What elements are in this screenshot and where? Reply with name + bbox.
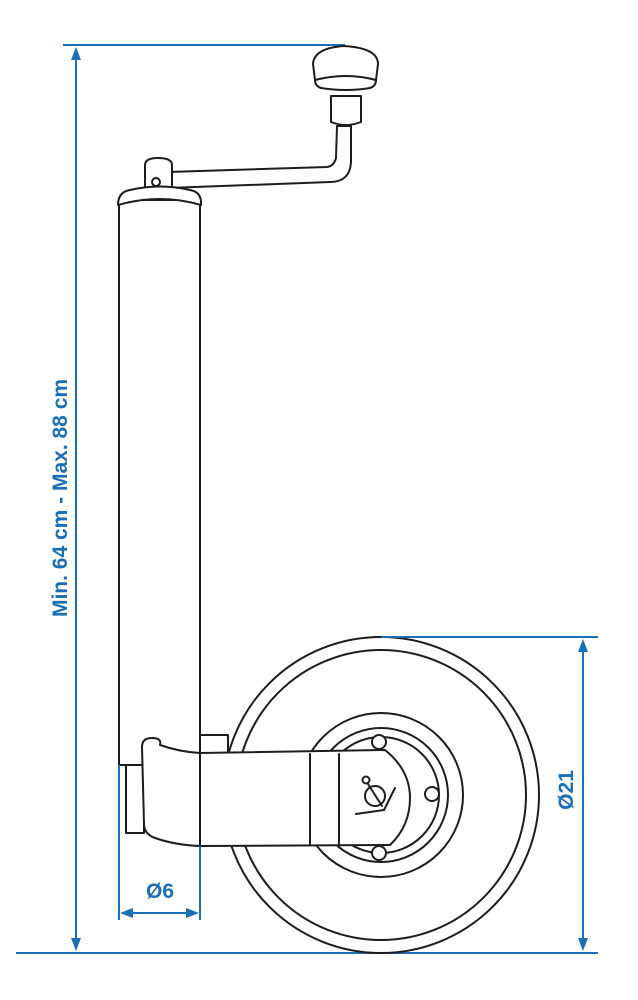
crank-handle	[144, 45, 379, 193]
tube-diameter-dimension: Ø6	[118, 765, 201, 920]
crank-arm	[163, 125, 352, 189]
wheel-diameter-dimension: Ø21	[381, 636, 598, 951]
handle-knob	[312, 45, 379, 91]
outer-tube	[117, 185, 203, 834]
arrow-right-icon	[186, 908, 199, 918]
height-dimension: Min. 64 cm - Max. 88 cm	[16, 44, 598, 954]
hub-bolt-bottom	[371, 845, 387, 861]
hub-bolt-right	[424, 786, 440, 802]
tube-cap	[117, 185, 203, 206]
knob-stem	[330, 95, 362, 126]
wheel-fork	[141, 734, 411, 847]
arrow-left-icon	[120, 908, 133, 918]
wheel-diameter-label: Ø21	[555, 770, 578, 810]
knob-ridge	[314, 75, 377, 81]
arrow-up-icon	[71, 47, 81, 60]
inner-tube	[125, 764, 145, 834]
arrow-down-icon	[578, 938, 588, 951]
linch-pin-icon	[355, 775, 396, 815]
tube-body	[118, 199, 201, 766]
height-label: Min. 64 cm - Max. 88 cm	[49, 379, 72, 617]
fork-clamp	[141, 737, 411, 847]
arrow-down-icon	[71, 938, 81, 951]
tube-diameter-label: Ø6	[146, 880, 174, 903]
hub-bolt-top	[371, 734, 387, 750]
arrow-up-icon	[578, 639, 588, 652]
